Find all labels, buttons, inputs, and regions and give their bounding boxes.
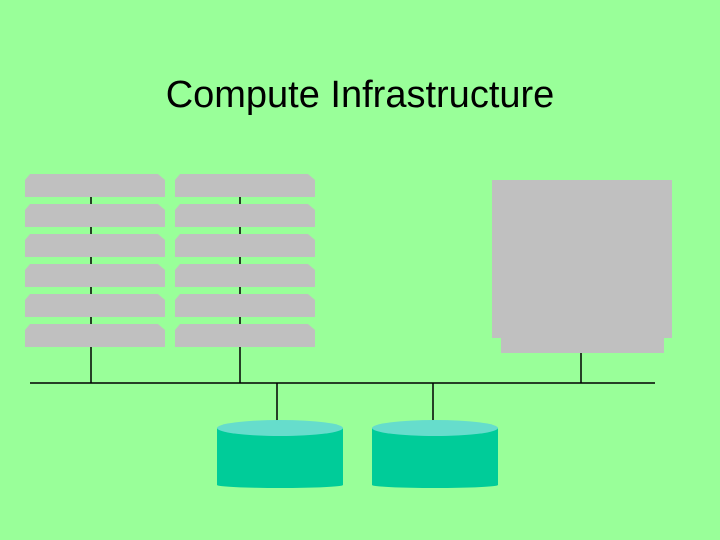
mainframe-base [501, 338, 664, 353]
storage-disk-top [217, 420, 343, 436]
server-blade [25, 234, 165, 257]
server-blade [175, 204, 315, 227]
slide-title: Compute Infrastructure [165, 74, 555, 116]
storage-disk-body [372, 428, 498, 485]
mainframe-cabinet [492, 180, 672, 338]
server-rack-1 [25, 174, 165, 347]
network-wiring [30, 196, 655, 423]
storage-disk-1 [217, 420, 343, 488]
server-blade [25, 264, 165, 287]
server-blade [175, 294, 315, 317]
mainframe [492, 180, 672, 353]
server-blade [175, 174, 315, 197]
storage-disk-bottom [217, 482, 343, 488]
storage-disk-body [217, 428, 343, 485]
server-blade [175, 234, 315, 257]
server-blade [175, 264, 315, 287]
server-blade [25, 204, 165, 227]
server-blade [25, 294, 165, 317]
server-blade [25, 324, 165, 347]
storage-disk-top [372, 420, 498, 436]
storage-disk-2 [372, 420, 498, 488]
server-blade [25, 174, 165, 197]
storage-disk-bottom [372, 482, 498, 488]
server-rack-2 [175, 174, 315, 347]
server-blade [175, 324, 315, 347]
